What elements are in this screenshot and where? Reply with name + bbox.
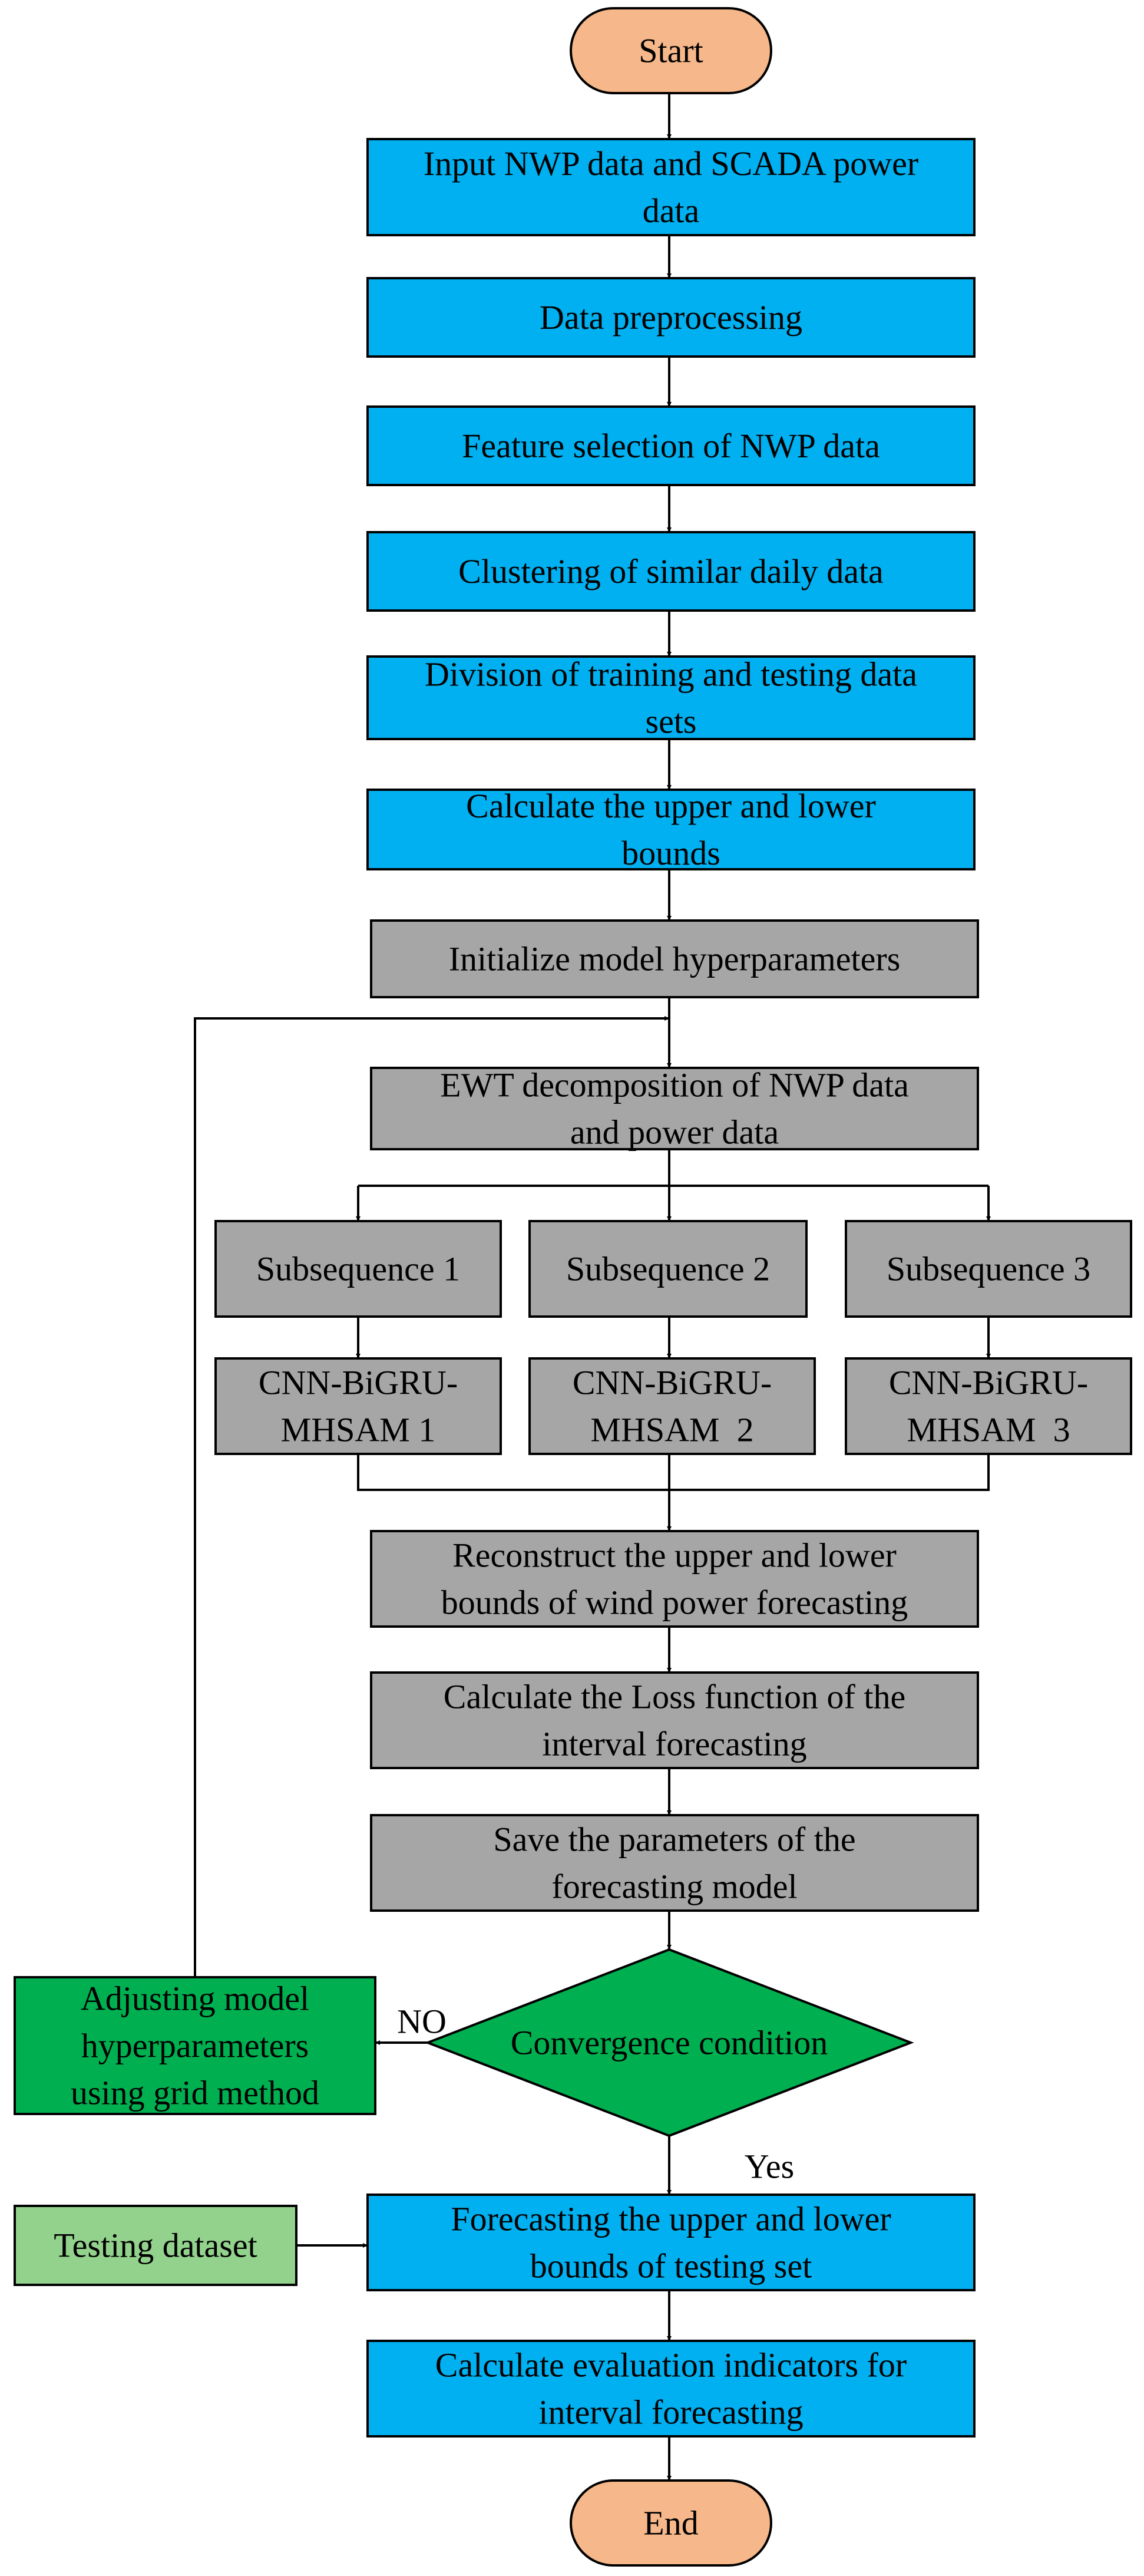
subseq1-label-line-1: Subsequence 1 — [256, 1250, 460, 1288]
model1-label-line-2: MHSAM 1 — [281, 1411, 436, 1449]
reconstruct-node — [370, 1530, 979, 1628]
save-label-line-2: forecasting model — [551, 1868, 797, 1906]
save-label-line-1: Save the parameters of the — [493, 1820, 855, 1859]
model2-node — [528, 1357, 816, 1455]
model3-node — [845, 1357, 1132, 1455]
testing-dataset-node — [14, 2205, 297, 2286]
subseq2-node — [528, 1220, 808, 1318]
forecast-test-node — [366, 2194, 976, 2291]
subseq2-label-line-1: Subsequence 2 — [566, 1250, 770, 1288]
yes-branch-label: Yes — [745, 2148, 794, 2186]
input-data-node — [366, 138, 976, 236]
evaluation-node — [366, 2340, 976, 2438]
model1-label-line-1: CNN-BiGRU- — [259, 1364, 458, 1402]
loss-label-line-2: interval forecasting — [542, 1725, 806, 1763]
division-label-line-1: Division of training and testing data — [425, 655, 917, 694]
connectors — [194, 93, 991, 2481]
division-node — [366, 655, 976, 740]
start-node — [570, 7, 772, 94]
forecast-test-label-line-1: Forecasting the upper and lower — [451, 2200, 891, 2238]
subseq1-node — [214, 1220, 502, 1318]
preprocessing-node — [366, 277, 976, 358]
adjust-label-line-1: Adjusting model — [81, 1980, 309, 2018]
reconstruct-label-line-2: bounds of wind power forecasting — [441, 1584, 908, 1622]
edge-merge-bar — [357, 1454, 990, 1491]
evaluation-label-line-1: Calculate evaluation indicators for — [435, 2346, 907, 2384]
reconstruct-label-line-1: Reconstruct the upper and lower — [452, 1536, 897, 1575]
calc-bounds-node — [366, 789, 976, 870]
adjust-label-line-2: hyperparameters — [81, 2027, 309, 2065]
convergence-node — [424, 1948, 914, 2138]
no-branch-label: NO — [397, 2003, 447, 2041]
start-label-line-1: Start — [639, 32, 703, 70]
calc-bounds-label-line-1: Calculate the upper and lower — [466, 787, 876, 825]
input-data-label-line-1: Input NWP data and SCADA power — [424, 144, 918, 183]
clustering-node — [366, 531, 976, 612]
model2-label-line-2: MHSAM 2 — [590, 1411, 753, 1449]
input-data-label-line-2: data — [643, 192, 700, 230]
clustering-label-line-1: Clustering of similar daily data — [458, 552, 884, 591]
adjust-label-line-3: using grid method — [71, 2074, 319, 2112]
adjust-node — [14, 1976, 376, 2115]
subseq3-node — [845, 1220, 1132, 1318]
preprocessing-label-line-1: Data preprocessing — [540, 298, 802, 337]
feature-selection-node — [366, 405, 976, 486]
testing-dataset-label-line-1: Testing dataset — [54, 2227, 257, 2265]
division-label-line-2: sets — [646, 702, 697, 741]
feature-selection-label-line-1: Feature selection of NWP data — [462, 427, 880, 465]
init-hyper-node — [370, 919, 979, 998]
save-node — [370, 1814, 979, 1912]
evaluation-label-line-2: interval forecasting — [538, 2393, 803, 2432]
nodes — [14, 7, 1132, 2567]
model3-label-line-1: CNN-BiGRU- — [889, 1364, 1088, 1402]
convergence-label-line-1: Convergence condition — [511, 2024, 828, 2062]
ewt-label-line-1: EWT decomposition of NWP data — [440, 1066, 909, 1104]
calc-bounds-label-line-2: bounds — [621, 834, 720, 872]
subseq3-label-line-1: Subsequence 3 — [887, 1250, 1090, 1288]
forecast-test-label-line-2: bounds of testing set — [530, 2247, 812, 2285]
model1-node — [214, 1357, 502, 1455]
loss-node — [370, 1671, 979, 1769]
model2-label-line-1: CNN-BiGRU- — [573, 1364, 772, 1402]
ewt-label-line-2: and power data — [570, 1113, 779, 1152]
ewt-node — [370, 1067, 979, 1150]
edge-adjust-loop — [194, 1016, 669, 1977]
model3-label-line-2: MHSAM 3 — [907, 1411, 1070, 1449]
init-hyper-label-line-1: Initialize model hyperparameters — [449, 940, 901, 978]
end-node — [570, 2479, 772, 2567]
end-label-line-1: End — [643, 2504, 698, 2542]
loss-label-line-1: Calculate the Loss function of the — [444, 1678, 905, 1716]
